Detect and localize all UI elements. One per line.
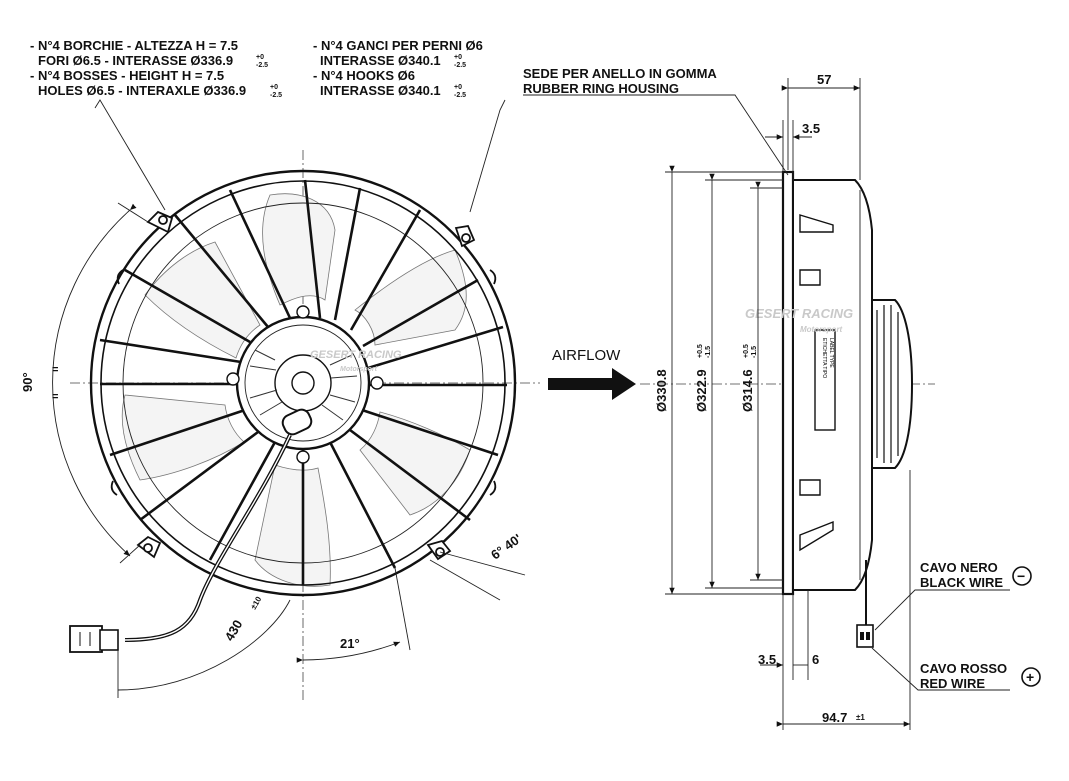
black-wire-label-it: CAVO NERO	[920, 560, 998, 575]
svg-text:+0: +0	[454, 84, 462, 91]
svg-text:-2.5: -2.5	[256, 62, 268, 69]
dim-94-label: 94.7	[822, 710, 847, 725]
bosses-note: - N°4 BORCHIE - ALTEZZA H = 7.5 FORI Ø6.…	[30, 38, 282, 99]
svg-text:- N°4 BOSSES - HEIGHT H = 7.5: - N°4 BOSSES - HEIGHT H = 7.5	[30, 68, 224, 83]
hooks-note: - N°4 GANCI PER PERNI Ø6 INTERASSE Ø340.…	[313, 38, 483, 99]
black-wire-label-en: BLACK WIRE	[920, 575, 1003, 590]
svg-text:−: −	[1017, 568, 1025, 584]
angle-21-label: 21°	[340, 636, 360, 651]
angle-21-arc	[296, 641, 401, 663]
bosses-leader	[94, 99, 166, 211]
motor-screws	[226, 305, 384, 464]
svg-text:HOLES Ø6.5 - INTERAXLE Ø336.9: HOLES Ø6.5 - INTERAXLE Ø336.9	[38, 83, 246, 98]
hooks-leader	[469, 99, 506, 213]
cable-length-tol: ±10	[249, 595, 264, 611]
shaft-nut	[291, 371, 315, 395]
motor-fins-side	[876, 305, 899, 463]
cable-grommet	[281, 408, 313, 436]
cable-length-dimension	[117, 599, 291, 691]
black-wire-leader	[874, 589, 1010, 631]
cable-length-label: 430	[222, 617, 246, 643]
cable-connector	[69, 625, 119, 653]
red-wire-label-en: RED WIRE	[920, 676, 985, 691]
rubber-note-it: SEDE PER ANELLO IN GOMMA	[523, 66, 717, 81]
minus-icon	[1012, 566, 1032, 586]
rubber-ring-leader	[523, 94, 789, 176]
svg-text:INTERASSE Ø340.1: INTERASSE Ø340.1	[320, 53, 441, 68]
svg-text:-2.5: -2.5	[454, 92, 466, 99]
dim-57-label: 57	[817, 72, 831, 87]
angle-90-arc	[52, 203, 137, 557]
shroud-supports	[799, 214, 834, 552]
svg-text:+0: +0	[256, 54, 264, 61]
dim-94-tol: ±1	[856, 713, 865, 722]
svg-text:- N°4 HOOKS Ø6: - N°4 HOOKS Ø6	[313, 68, 415, 83]
side-watermark: GESERT RACING	[745, 306, 853, 321]
svg-text:+0: +0	[454, 54, 462, 61]
red-wire-leader	[871, 647, 1010, 691]
shroud-flange	[781, 170, 795, 596]
angle-90-mark: =	[52, 364, 58, 376]
angle-90-label: 90°	[20, 372, 35, 392]
svg-text:ETICHETTA TIPO: ETICHETTA TIPO	[821, 338, 827, 378]
dia-314-label: Ø314.6	[740, 369, 755, 412]
airflow-arrow	[548, 368, 636, 400]
motor-body	[871, 299, 914, 469]
rubber-note-en: RUBBER RING HOUSING	[523, 81, 679, 96]
mounting-hooks	[110, 269, 497, 496]
front-watermark-sub: Motorsport	[340, 366, 378, 373]
angle-6-40-label: 6° 40'	[488, 531, 524, 563]
grille-spokes	[99, 179, 507, 585]
side-connector	[856, 624, 874, 648]
dim-3-5-bottom-label: 3.5	[758, 652, 776, 667]
plus-icon	[1021, 667, 1041, 687]
dia-322-label: Ø322.9	[694, 369, 709, 412]
dia-330-label: Ø330.8	[654, 369, 669, 412]
svg-text:- N°4 GANCI PER PERNI Ø6: - N°4 GANCI PER PERNI Ø6	[313, 38, 483, 53]
svg-text:-2.5: -2.5	[454, 62, 466, 69]
svg-text:-2.5: -2.5	[270, 92, 282, 99]
svg-text:- N°4 BORCHIE - ALTEZZA H = 7.: - N°4 BORCHIE - ALTEZZA H = 7.5	[30, 38, 238, 53]
svg-text:+: +	[1026, 669, 1034, 685]
airflow-label: AIRFLOW	[552, 347, 621, 364]
svg-text:+0.5: +0.5	[697, 344, 704, 358]
motor-cooling-fins	[249, 349, 358, 421]
svg-text:INTERASSE Ø340.1: INTERASSE Ø340.1	[320, 83, 441, 98]
svg-text:-1.5: -1.5	[751, 346, 758, 358]
svg-text:=: =	[52, 391, 58, 403]
product-label	[814, 329, 836, 431]
svg-text:+0: +0	[270, 84, 278, 91]
red-wire-label-it: CAVO ROSSO	[920, 661, 1007, 676]
side-watermark-sub: Motorsport	[800, 325, 843, 334]
mounting-bosses	[136, 210, 476, 561]
svg-text:FORI Ø6.5 - INTERASSE Ø336.9: FORI Ø6.5 - INTERASSE Ø336.9	[38, 53, 233, 68]
dim-3-5-top-label: 3.5	[802, 121, 820, 136]
outer-shroud-ring	[89, 169, 517, 597]
fan-blades	[121, 193, 471, 587]
front-view: GESERT RACING Motorsport	[52, 99, 540, 700]
front-watermark: GESERT RACING	[310, 349, 402, 361]
side-view: ETICHETTA TIPO LABEL TYPE GESERT RACING …	[523, 78, 1010, 730]
svg-text:LABEL TYPE: LABEL TYPE	[828, 338, 834, 368]
svg-text:-1.5: -1.5	[705, 346, 712, 358]
svg-text:+0.5: +0.5	[743, 344, 750, 358]
dim-6-label: 6	[812, 652, 819, 667]
motor-inner-ring	[244, 324, 362, 442]
